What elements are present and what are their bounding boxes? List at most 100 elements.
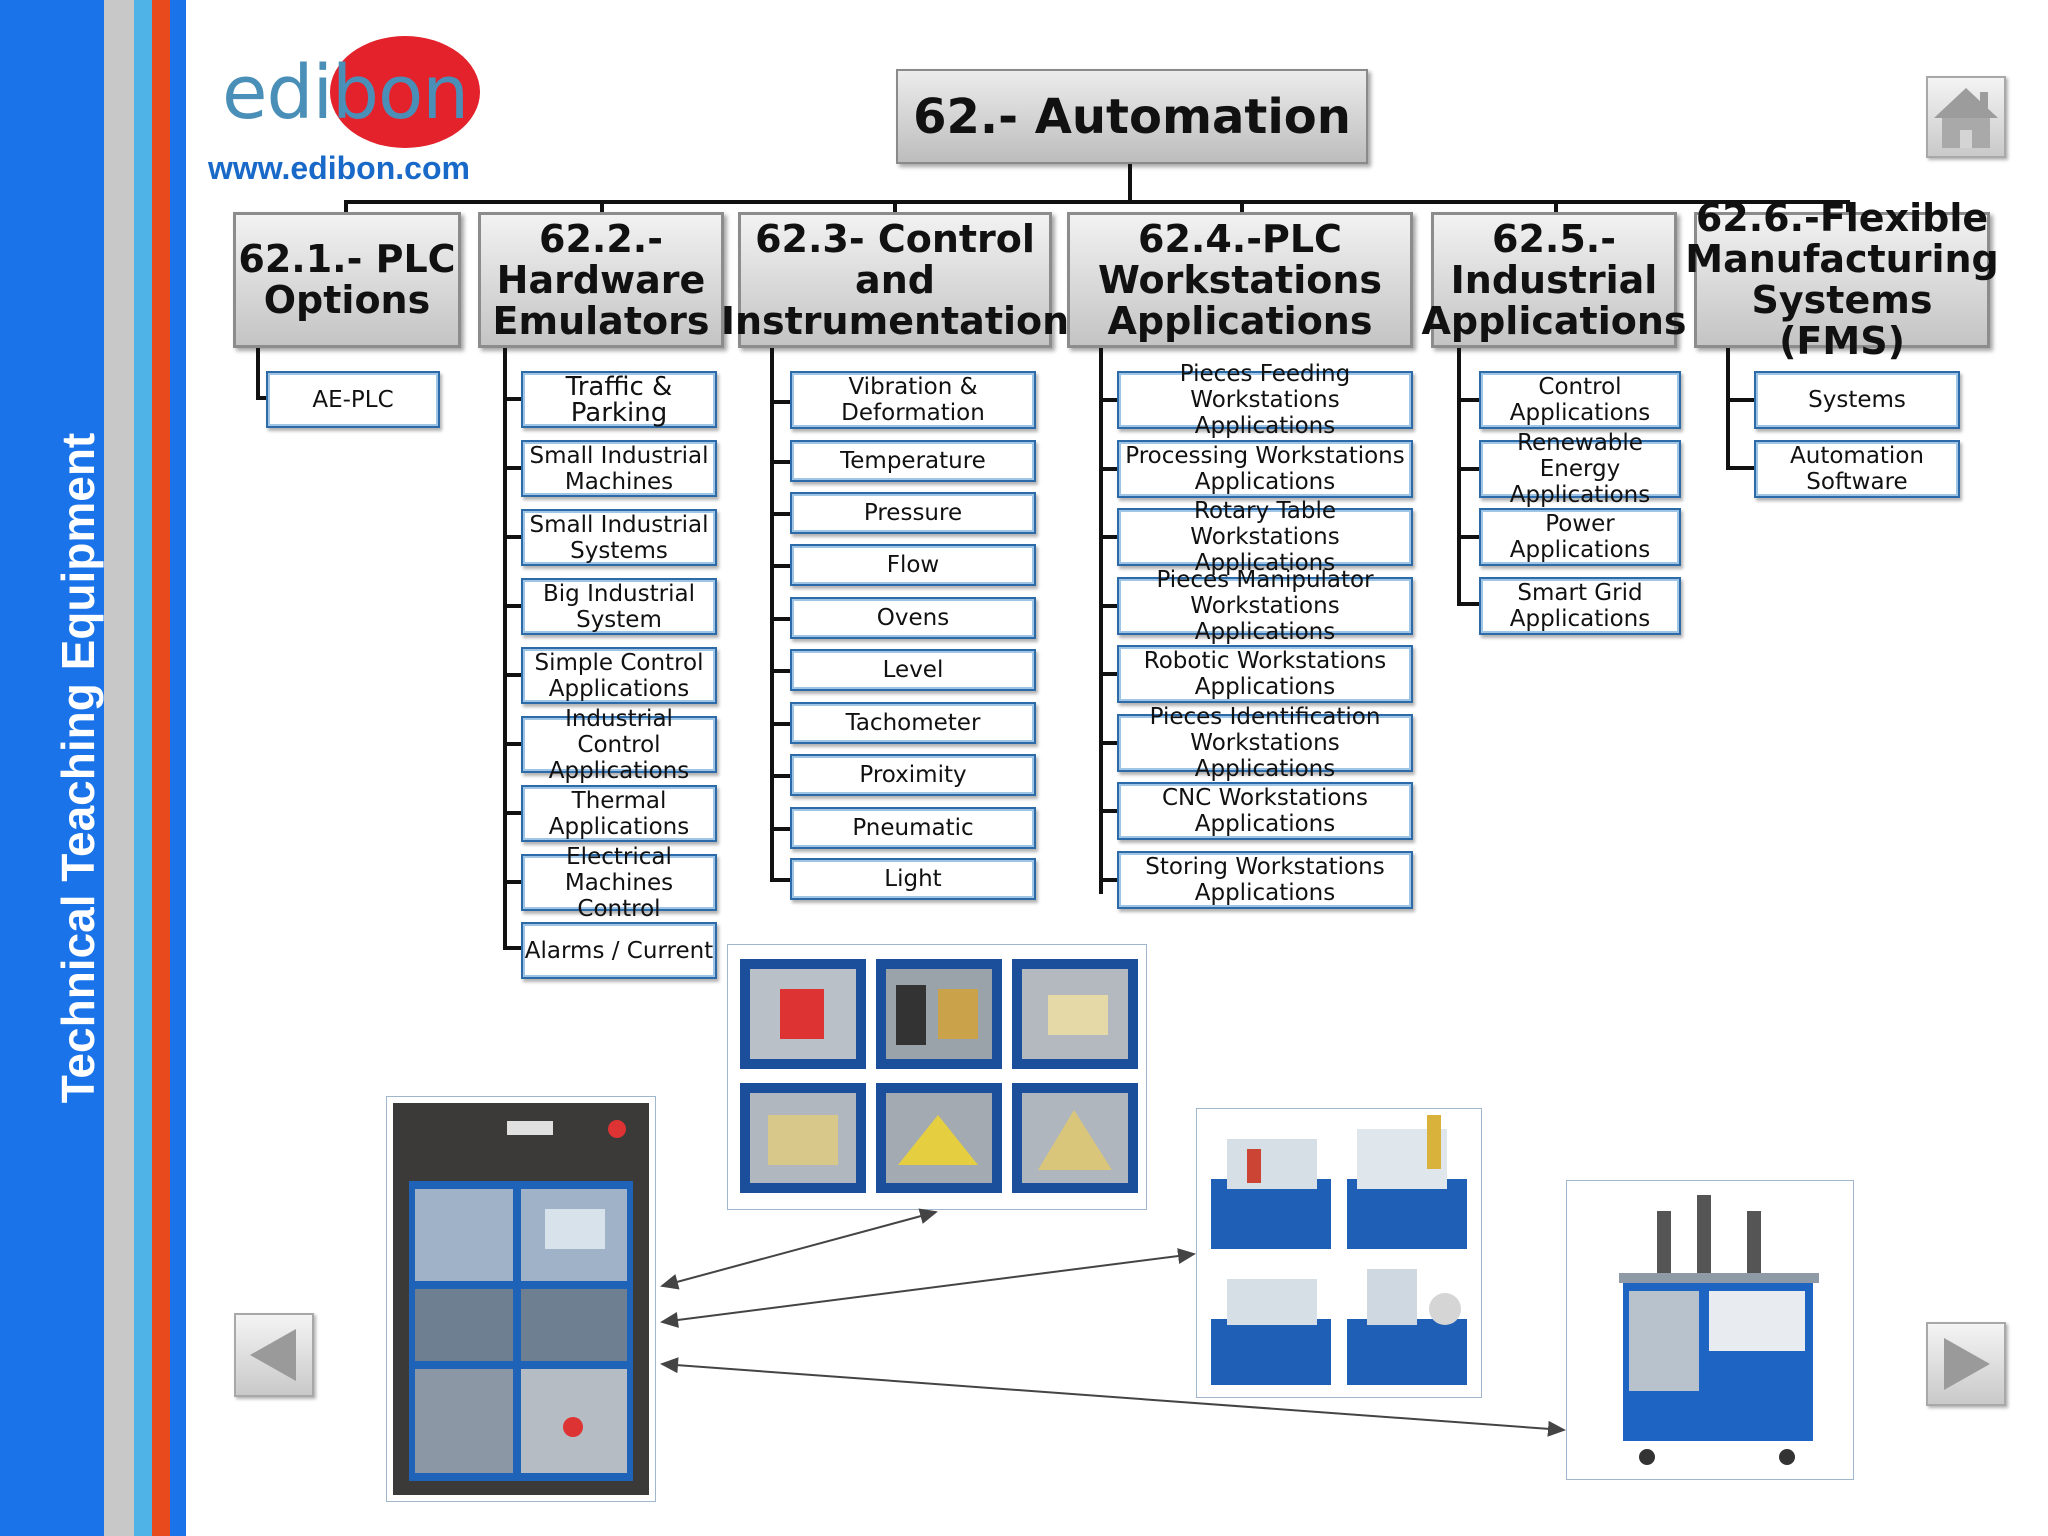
item-vibration-deformation[interactable]: Vibration & Deformation: [790, 371, 1036, 429]
item-traffic-parking[interactable]: Traffic & Parking: [521, 371, 717, 428]
sidebar-label: Technical Teaching Equipment: [52, 432, 104, 1104]
item-temperature[interactable]: Temperature: [790, 440, 1036, 482]
item-proximity[interactable]: Proximity: [790, 754, 1036, 796]
website-link[interactable]: www.edibon.com: [208, 150, 470, 186]
arrow-to-workstations: [660, 1248, 1196, 1328]
item-light[interactable]: Light: [790, 858, 1036, 900]
item-thermal-applications[interactable]: Thermal Applications: [521, 785, 717, 842]
item-alarms-current[interactable]: Alarms / Current: [521, 922, 717, 979]
item-control-applications[interactable]: Control Applications: [1479, 371, 1681, 429]
item-pressure[interactable]: Pressure: [790, 492, 1036, 534]
col3-tick: [770, 617, 792, 621]
sidebar-blue-band: [0, 0, 104, 1536]
plc-workstations-image: [1211, 1115, 1467, 1385]
arrow-to-emulators: [660, 1208, 938, 1290]
logo-text: edibon: [222, 50, 469, 136]
item-rotary-table[interactable]: Rotary Table Workstations Applications: [1117, 498, 1413, 576]
col4-tick: [1099, 809, 1119, 813]
plc-cabinet-image: [393, 1103, 649, 1495]
item-pieces-manipulator[interactable]: Pieces Manipulator Workstations Applicat…: [1117, 567, 1413, 645]
col5-tick: [1457, 602, 1481, 606]
item-renewable-energy[interactable]: Renewable Energy Applications: [1479, 430, 1681, 508]
photo-plc-workstations: [1196, 1108, 1482, 1398]
item-smart-grid[interactable]: Smart Grid Applications: [1479, 577, 1681, 635]
prev-button[interactable]: [234, 1313, 314, 1397]
col4-spine: [1099, 348, 1103, 894]
sidebar-blue-stripe-2: [170, 0, 186, 1536]
col4-tick: [1099, 878, 1119, 882]
item-ovens[interactable]: Ovens: [790, 597, 1036, 639]
sidebar-grey-stripe: [104, 0, 134, 1536]
item-small-industrial-systems[interactable]: Small Industrial Systems: [521, 509, 717, 566]
col5-tick: [1457, 398, 1481, 402]
item-pneumatic[interactable]: Pneumatic: [790, 807, 1036, 849]
item-cnc-workstations[interactable]: CNC Workstations Applications: [1117, 782, 1413, 840]
logo: edibon: [222, 50, 469, 136]
item-ae-plc[interactable]: AE-PLC: [266, 371, 440, 428]
col4-tick: [1099, 741, 1119, 745]
col4-tick: [1099, 672, 1119, 676]
col3-tick: [770, 512, 792, 516]
emulator-modules-image: [740, 959, 1138, 1193]
item-level[interactable]: Level: [790, 649, 1036, 691]
category-plc-options[interactable]: 62.1.- PLC Options: [233, 212, 461, 348]
category-control-instrumentation[interactable]: 62.3- Control and Instrumentation: [721, 212, 1069, 348]
logo-circle: [330, 36, 480, 148]
item-big-industrial-system[interactable]: Big Industrial System: [521, 578, 717, 635]
category-bus: [344, 200, 1850, 204]
item-automation-software[interactable]: Automation Software: [1754, 440, 1960, 498]
item-industrial-control-applications[interactable]: Industrial Control Applications: [521, 706, 717, 784]
col2-tick: [503, 811, 523, 815]
item-tachometer[interactable]: Tachometer: [790, 702, 1036, 744]
photo-fms-system: [1566, 1180, 1854, 1480]
col5-tick: [1457, 467, 1481, 471]
category-hardware-emulators[interactable]: 62.2.- Hardware Emulators: [478, 212, 724, 348]
drop-2: [600, 200, 604, 214]
col3-spine: [770, 348, 774, 882]
item-power-applications[interactable]: Power Applications: [1479, 508, 1681, 566]
col5-spine: [1457, 348, 1461, 606]
col6-tick: [1726, 466, 1756, 470]
item-flow[interactable]: Flow: [790, 544, 1036, 586]
item-small-industrial-machines[interactable]: Small Industrial Machines: [521, 440, 717, 497]
drop-1: [344, 200, 348, 214]
category-fms[interactable]: 62.6.-Flexible Manufacturing Systems (FM…: [1685, 196, 1999, 363]
col3-tick: [770, 564, 792, 568]
item-electrical-machines-control[interactable]: Electrical Machines Control: [521, 844, 717, 922]
col3-tick: [770, 400, 792, 404]
item-robotic-workstations[interactable]: Robotic Workstations Applications: [1117, 645, 1413, 703]
col2-tick: [503, 466, 523, 470]
drop-6: [1846, 200, 1850, 214]
item-pieces-feeding[interactable]: Pieces Feeding Workstations Applications: [1117, 361, 1413, 439]
item-fms-systems[interactable]: Systems: [1754, 371, 1960, 429]
item-processing-workstations[interactable]: Processing Workstations Applications: [1117, 440, 1413, 498]
col3-tick: [770, 460, 792, 464]
drop-3: [893, 200, 897, 214]
col3-tick: [770, 878, 792, 882]
col4-tick: [1099, 467, 1119, 471]
col2-tick: [503, 397, 523, 401]
next-button[interactable]: [1926, 1322, 2006, 1406]
col6-spine: [1726, 348, 1730, 470]
sidebar-lightblue-stripe: [134, 0, 152, 1536]
col3-tick: [770, 669, 792, 673]
category-plc-workstations[interactable]: 62.4.-PLC Workstations Applications: [1067, 212, 1413, 348]
col2-spine: [503, 348, 507, 948]
drop-4: [1240, 200, 1244, 214]
col6-tick: [1726, 398, 1756, 402]
item-simple-control-applications[interactable]: Simple Control Applications: [521, 647, 717, 704]
photo-plc-cabinet: [386, 1096, 656, 1502]
arrow-right-icon: [1944, 1338, 1990, 1390]
col4-tick: [1099, 398, 1119, 402]
drop-5: [1554, 200, 1558, 214]
item-storing-workstations[interactable]: Storing Workstations Applications: [1117, 851, 1413, 909]
category-industrial-applications[interactable]: 62.5.- Industrial Applications: [1422, 212, 1687, 348]
item-pieces-identification[interactable]: Pieces Identification Workstations Appli…: [1117, 704, 1413, 782]
col2-tick: [503, 673, 523, 677]
col3-tick: [770, 722, 792, 726]
col3-tick: [770, 827, 792, 831]
col4-tick: [1099, 604, 1119, 608]
sidebar-red-stripe: [152, 0, 170, 1536]
home-button[interactable]: [1926, 76, 2006, 158]
col4-tick: [1099, 535, 1119, 539]
